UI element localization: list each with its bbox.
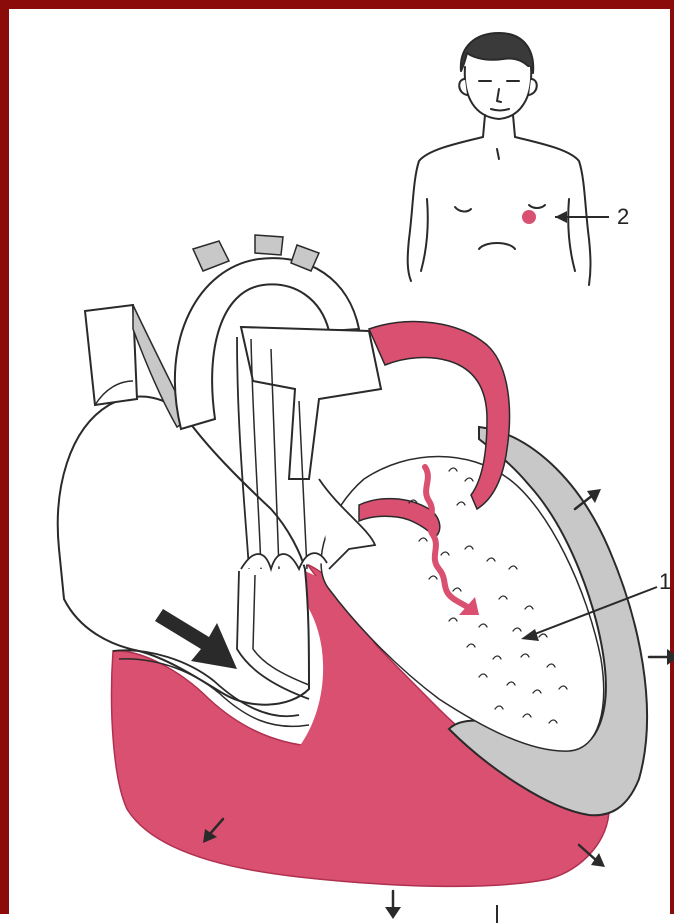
right-heart xyxy=(58,397,309,705)
person-figure xyxy=(408,33,591,285)
arch-branch-1 xyxy=(193,241,229,271)
outward-arrow-right xyxy=(649,649,674,665)
outward-arrow-bottom xyxy=(385,891,401,919)
callout-2: 2 xyxy=(555,204,629,229)
apex-beat-marker xyxy=(522,210,536,224)
callout-2-label: 2 xyxy=(617,204,629,229)
superior-vena-cava xyxy=(85,305,137,405)
callout-1-label: 1 xyxy=(659,569,671,594)
arch-branch-2 xyxy=(255,235,283,255)
ascending-aorta xyxy=(241,327,381,479)
heart-diagram: 2 xyxy=(9,9,674,923)
